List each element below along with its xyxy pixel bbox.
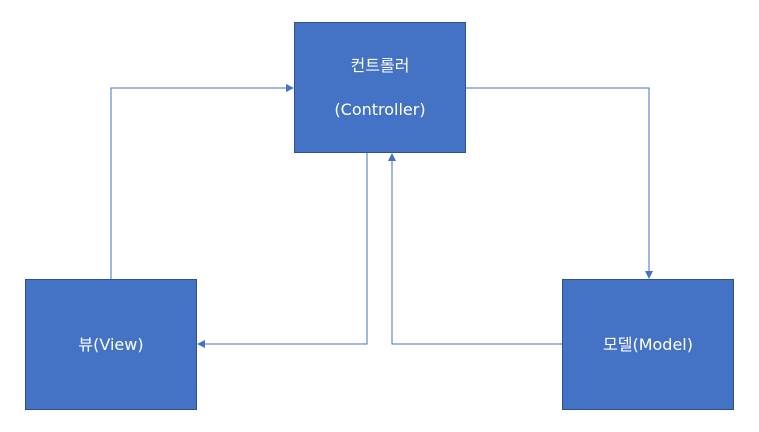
view-node: 뷰(View) bbox=[25, 279, 197, 410]
model-node: 모델(Model) bbox=[562, 279, 734, 410]
view-label: 뷰(View) bbox=[78, 334, 144, 354]
controller-label: 컨트롤러 (Controller) bbox=[334, 33, 425, 143]
controller-node: 컨트롤러 (Controller) bbox=[294, 22, 466, 153]
controller-label-english: (Controller) bbox=[334, 99, 426, 119]
model-label: 모델(Model) bbox=[603, 334, 693, 354]
edge-view-to-controller bbox=[110, 84, 294, 279]
edge-controller-to-view bbox=[197, 153, 368, 348]
controller-label-korean: 컨트롤러 bbox=[350, 55, 410, 75]
edge-model-to-controller bbox=[388, 153, 562, 345]
edge-controller-to-model bbox=[466, 87, 653, 279]
